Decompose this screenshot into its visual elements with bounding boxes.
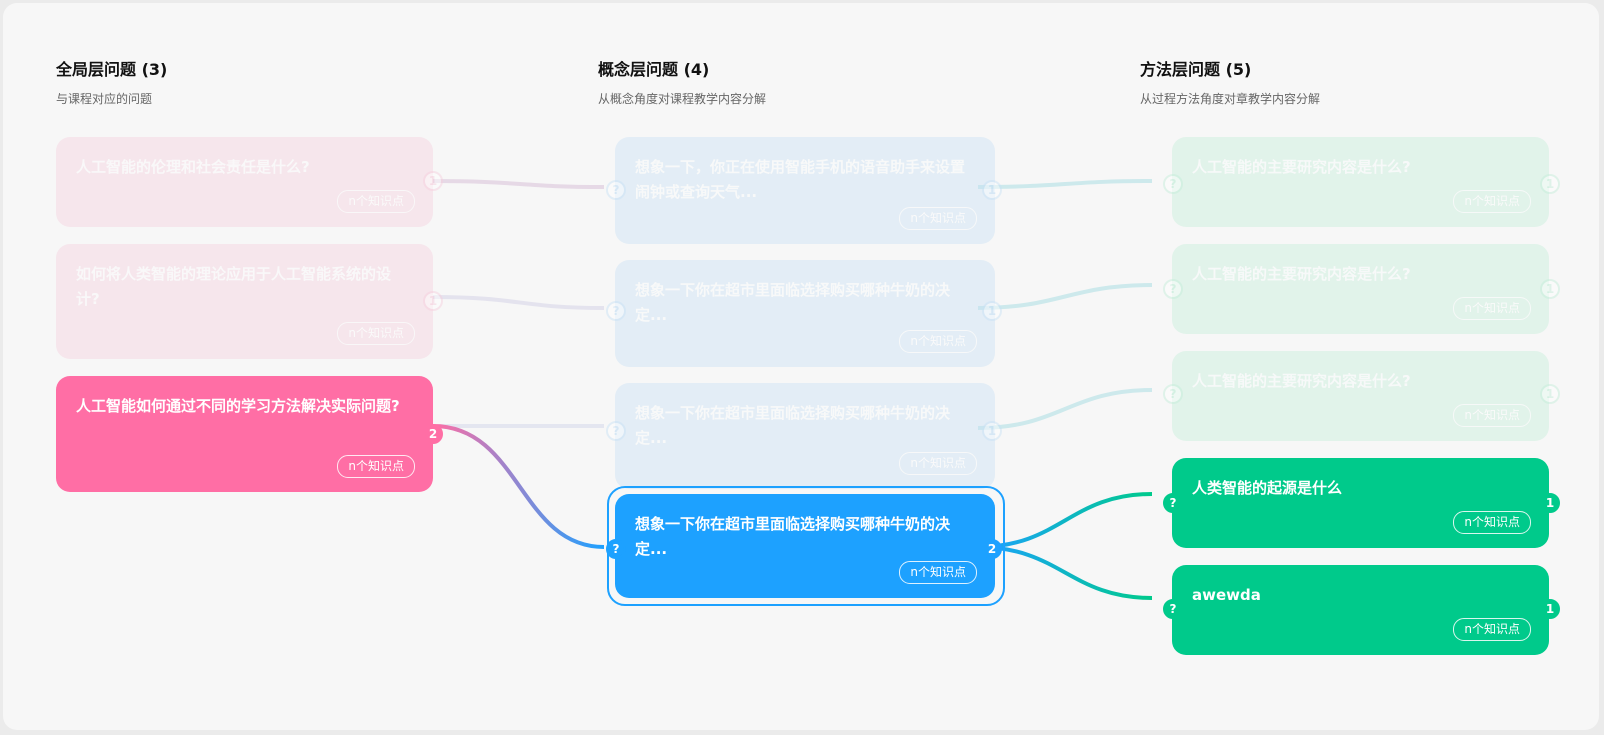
knowledge-points-tag[interactable]: n个知识点 <box>899 452 977 475</box>
count-badge: 1 <box>1540 599 1560 619</box>
knowledge-points-tag[interactable]: n个知识点 <box>1453 297 1531 320</box>
knowledge-points-tag[interactable]: n个知识点 <box>337 455 415 478</box>
question-text: 想象一下你在超市里面临选择购买哪种牛奶的决定... <box>635 281 951 324</box>
column-title: 概念层问题 (4) <box>598 60 710 79</box>
count-badge: 1 <box>1540 384 1560 404</box>
question-text: awewda <box>1192 586 1261 604</box>
connector-faded <box>977 283 1153 310</box>
concept-question-card[interactable]: 想象一下你在超市里面临选择购买哪种牛奶的决定... n个知识点 <box>615 383 995 489</box>
question-mark-icon: ? <box>606 180 626 200</box>
global-question-card-active[interactable]: 人工智能如何通过不同的学习方法解决实际问题? n个知识点 <box>56 376 433 492</box>
question-mark-icon: ? <box>606 539 626 559</box>
column-title: 全局层问题 (3) <box>56 60 168 79</box>
question-mark-icon: ? <box>1163 384 1183 404</box>
concept-question-card[interactable]: 想象一下你在超市里面临选择购买哪种牛奶的决定... n个知识点 <box>615 260 995 367</box>
question-mark-icon: ? <box>1163 493 1183 513</box>
count-badge: 1 <box>982 180 1002 200</box>
method-question-card-active[interactable]: 人类智能的起源是什么 n个知识点 <box>1172 458 1549 548</box>
count-badge: 1 <box>1540 174 1560 194</box>
question-text: 人工智能的主要研究内容是什么? <box>1192 372 1411 390</box>
concept-question-card-active[interactable]: 想象一下你在超市里面临选择购买哪种牛奶的决定... n个知识点 <box>615 494 995 598</box>
column-title: 方法层问题 (5) <box>1140 60 1252 79</box>
question-text: 人工智能如何通过不同的学习方法解决实际问题? <box>76 397 400 415</box>
question-mark-icon: ? <box>1163 599 1183 619</box>
knowledge-points-tag[interactable]: n个知识点 <box>1453 404 1531 427</box>
knowledge-points-tag[interactable]: n个知识点 <box>1453 190 1531 213</box>
knowledge-points-tag[interactable]: n个知识点 <box>337 190 415 213</box>
method-question-card[interactable]: 人工智能的主要研究内容是什么? n个知识点 <box>1172 351 1549 441</box>
count-badge: 1 <box>423 291 443 311</box>
question-text: 想象一下你在超市里面临选择购买哪种牛奶的决定... <box>635 404 951 447</box>
count-badge: 1 <box>1540 493 1560 513</box>
question-text: 人工智能的主要研究内容是什么? <box>1192 158 1411 176</box>
count-badge: 2 <box>423 424 443 444</box>
column-concept-header: 概念层问题 (4) 从概念角度对课程教学内容分解 <box>598 56 766 107</box>
count-badge: 2 <box>982 539 1002 559</box>
method-question-card-active[interactable]: awewda n个知识点 <box>1172 565 1549 655</box>
global-question-card[interactable]: 如何将人类智能的理论应用于人工智能系统的设计? n个知识点 <box>56 244 433 359</box>
connector-faded <box>432 179 605 189</box>
concept-question-card[interactable]: 想象一下，你正在使用智能手机的语音助手来设置闹钟或查询天气... n个知识点 <box>615 137 995 244</box>
global-question-card[interactable]: 人工智能的伦理和社会责任是什么? n个知识点 <box>56 137 433 227</box>
knowledge-points-tag[interactable]: n个知识点 <box>899 207 977 230</box>
connector-active <box>432 424 605 549</box>
connector-faded <box>977 179 1153 189</box>
question-text: 人工智能的伦理和社会责任是什么? <box>76 158 310 176</box>
connector-faded <box>432 295 605 310</box>
knowledge-points-tag[interactable]: n个知识点 <box>1453 618 1531 641</box>
question-mark-icon: ? <box>1163 174 1183 194</box>
column-subtitle: 与课程对应的问题 <box>56 92 153 106</box>
column-global-header: 全局层问题 (3) 与课程对应的问题 <box>56 56 167 107</box>
knowledge-points-tag[interactable]: n个知识点 <box>899 330 977 353</box>
question-text: 想象一下，你正在使用智能手机的语音助手来设置闹钟或查询天气... <box>635 158 966 201</box>
column-subtitle: 从过程方法角度对章教学内容分解 <box>1140 92 1321 106</box>
method-question-card[interactable]: 人工智能的主要研究内容是什么? n个知识点 <box>1172 244 1549 334</box>
method-question-card[interactable]: 人工智能的主要研究内容是什么? n个知识点 <box>1172 137 1549 227</box>
question-text: 想象一下你在超市里面临选择购买哪种牛奶的决定... <box>635 515 951 558</box>
knowledge-points-tag[interactable]: n个知识点 <box>899 561 977 584</box>
count-badge: 1 <box>423 171 443 191</box>
question-mark-icon: ? <box>606 421 626 441</box>
column-method-header: 方法层问题 (5) 从过程方法角度对章教学内容分解 <box>1140 56 1320 107</box>
question-mark-icon: ? <box>1163 279 1183 299</box>
count-badge: 1 <box>982 421 1002 441</box>
question-mark-icon: ? <box>606 301 626 321</box>
question-text: 如何将人类智能的理论应用于人工智能系统的设计? <box>76 265 392 308</box>
connector-faded <box>977 388 1153 430</box>
count-badge: 1 <box>982 301 1002 321</box>
column-subtitle: 从概念角度对课程教学内容分解 <box>598 92 767 106</box>
knowledge-points-tag[interactable]: n个知识点 <box>337 322 415 345</box>
question-text: 人类智能的起源是什么 <box>1192 479 1343 497</box>
knowledge-points-tag[interactable]: n个知识点 <box>1453 511 1531 534</box>
count-badge: 1 <box>1540 279 1560 299</box>
question-text: 人工智能的主要研究内容是什么? <box>1192 265 1411 283</box>
